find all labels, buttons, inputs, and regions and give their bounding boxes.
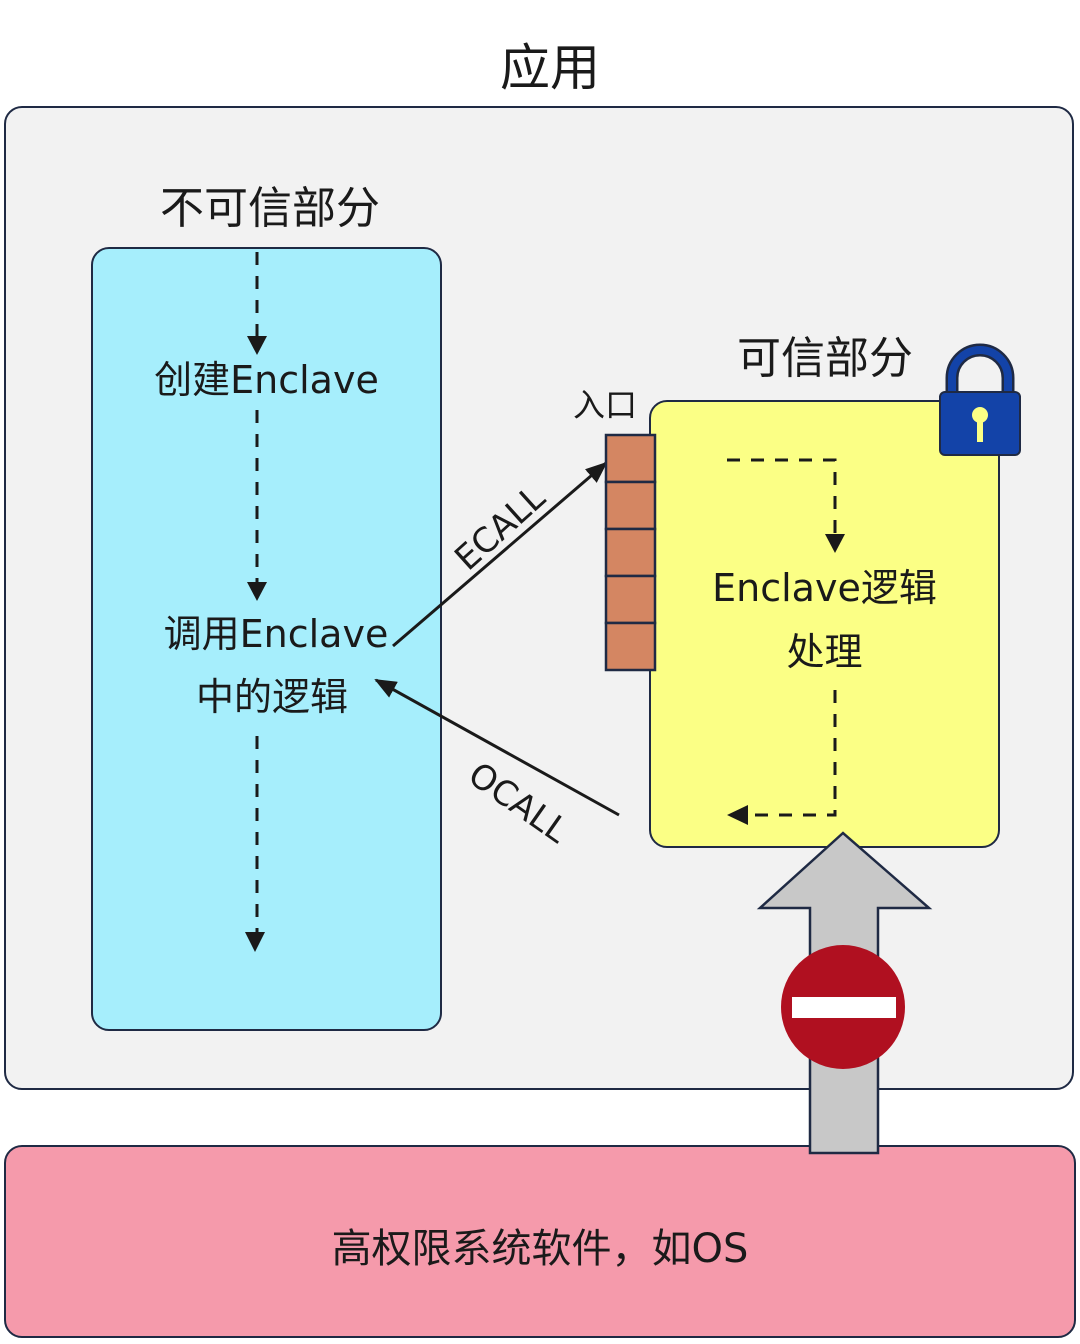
call-enclave-step-line1: 调用Enclave — [163, 612, 389, 656]
ocall-arrow — [374, 678, 620, 817]
enclave-logic-line2: 处理 — [786, 630, 863, 674]
ecall-label: ECALL — [447, 478, 553, 579]
arrowhead-2 — [247, 582, 267, 601]
lock-icon — [939, 343, 1021, 456]
create-enclave-step: 创建Enclave — [154, 358, 379, 402]
enclave-logic-line1: Enclave逻辑 — [712, 566, 937, 610]
trusted-title: 可信部分 — [737, 333, 913, 384]
entry-gate — [604, 433, 657, 672]
diagram-title: 应用 — [500, 39, 600, 97]
untrusted-box — [91, 247, 442, 1031]
os-label: 高权限系统软件，如OS — [331, 1226, 749, 1272]
arrowhead-3 — [245, 932, 265, 952]
ecall-arrow — [392, 461, 608, 648]
arrowhead-5 — [727, 805, 748, 825]
os-box — [4, 1145, 1076, 1338]
trusted-flow-arrows — [727, 458, 837, 817]
call-enclave-step-line2: 中的逻辑 — [195, 675, 348, 719]
arrowhead-4 — [825, 534, 845, 553]
arrowhead-1 — [247, 336, 267, 355]
trusted-box — [649, 400, 1000, 848]
entry-label: 入口 — [572, 386, 637, 424]
ocall-label: OCALL — [461, 755, 575, 852]
no-entry-icon — [781, 945, 905, 1069]
untrusted-title: 不可信部分 — [160, 183, 380, 234]
